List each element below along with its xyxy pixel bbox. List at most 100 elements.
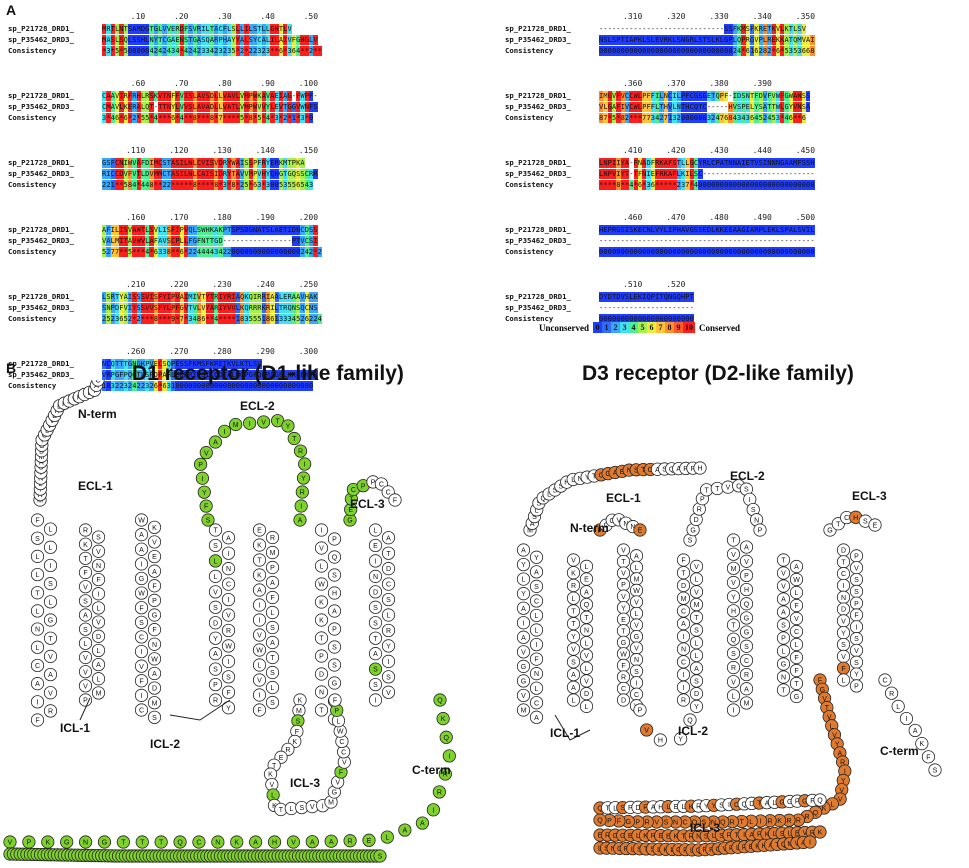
d3-tm-residue: V [616,543,631,557]
residue-cell: L [192,168,197,179]
residue-cell: 0 [676,313,681,324]
svg-text:F: F [926,754,930,761]
residue-cell: 8 [810,45,815,56]
residue-cell: E [702,224,707,235]
d3-tm-residue: M [629,572,644,586]
residue-cell: 2 [309,246,314,257]
d3-tm-residue: L [689,648,704,663]
svg-text:I: I [733,708,735,715]
residue-cell: S [797,23,802,34]
residue-cell: G [240,369,245,380]
residue-cell: I [149,157,154,168]
residue-cell: 4 [296,45,301,56]
residue-cell: - [724,101,729,112]
residue-cell: T [188,302,193,313]
residue-cell: 0 [620,313,625,324]
residue-cell: 2 [309,313,314,324]
residue-cell: L [762,34,768,45]
svg-text:A: A [521,548,526,555]
alignment-ruler: .460.470.480.490.500 [505,213,815,224]
d1-tm-residue: S [327,568,342,582]
residue-cell: A [110,101,115,112]
d3-receptor-title: D3 receptor (D2-like family) [582,362,854,385]
residue-cell: M [188,291,193,302]
svg-text:V: V [521,693,526,700]
svg-text:L: L [636,833,640,840]
residue-cell: R [252,302,258,313]
svg-text:A: A [838,751,843,758]
svg-text:I: I [683,634,685,641]
d3-cterm-residue: S [928,763,942,777]
residue-cell: S [188,101,193,112]
residue-cell: E [261,369,266,380]
residue-cell: I [175,224,180,235]
svg-text:V: V [794,616,799,623]
residue-cell: 3 [797,45,802,56]
d1-tm-residue: T [43,631,58,645]
svg-text:N: N [96,563,101,570]
residue-cell: V [145,291,150,302]
d3-tm-residue: V [516,688,531,703]
residue-cell: N [119,157,124,168]
d1-tm-residue: A [252,583,267,597]
residue-cell: - [676,302,681,313]
svg-text:G: G [48,618,53,625]
svg-text:S: S [664,820,669,827]
d1-tm-residue: N [314,685,329,699]
svg-text:V: V [838,797,843,804]
ruler-tick-label: .220 [169,280,189,289]
d1-cterm-residue: T [116,835,130,849]
svg-text:G: G [621,640,626,647]
svg-text:P: P [635,819,640,826]
svg-text:F: F [854,613,858,620]
residue-cell: E [762,23,768,34]
residue-cell: F [616,90,621,101]
residue-cell: W [633,101,638,112]
d1-tm-residue: S [327,658,342,672]
residue-cell: G [784,101,789,112]
residue-cell: S [166,235,171,246]
svg-text:A: A [749,832,754,839]
svg-text:S: S [553,488,558,495]
residue-cell: N [676,101,681,112]
residue-cell: 0 [754,246,759,257]
residue-cell: Y [265,101,271,112]
svg-text:T: T [621,559,626,566]
residue-cell: P [110,369,115,380]
residue-cell: T [119,358,124,369]
residue-cell: 0 [706,246,712,257]
svg-text:W: W [138,518,145,525]
residue-cell: I [123,157,128,168]
residue-cell: - [153,101,159,112]
residue-cell: K [257,90,262,101]
chain-segment [169,699,231,721]
residue-cell: S [309,224,314,235]
svg-text:Q: Q [443,735,449,742]
d3-tm-residue: F [789,598,804,613]
svg-text:T: T [571,621,576,628]
residue-cell: 0 [214,380,219,391]
d1-ecl2-residue: Y [296,471,311,485]
residue-cell: 2 [102,313,107,324]
residue-cell: L [607,34,612,45]
residue-cell: K [287,369,292,380]
residue-cell: 0 [633,45,638,56]
residue-cell: * [611,179,617,190]
d1-tm-residue: A [30,677,45,691]
residue-cell: * [171,246,176,257]
svg-text:T: T [781,558,786,565]
d3-label-icl3: ICL-3 [690,821,720,835]
residue-cell: A [227,90,232,101]
residue-cell: I [668,224,673,235]
residue-cell: L [179,369,184,380]
residue-cell: C [702,101,707,112]
d3-tm-residue: V [579,648,594,663]
residue-cell: - [607,235,612,246]
residue-cell: S [149,224,154,235]
residue-cell: 4 [192,45,197,56]
residue-cell: 6 [788,112,794,123]
residue-cell: 0 [724,45,729,56]
svg-text:L: L [842,678,846,685]
